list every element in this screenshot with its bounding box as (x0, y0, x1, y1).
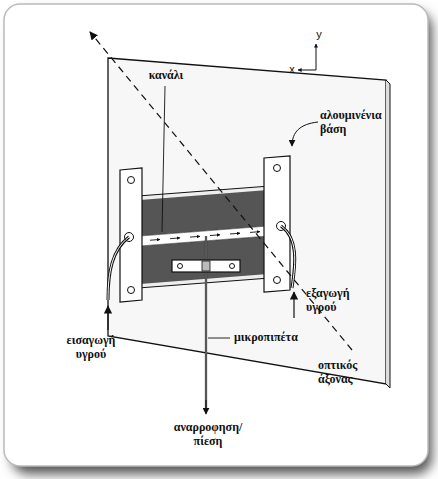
flow-arrow (250, 231, 260, 233)
leader-line (162, 86, 165, 232)
glass-slide (138, 186, 270, 288)
inlet-arrow (107, 306, 108, 330)
flow-arrow (210, 234, 220, 236)
leader-line (206, 278, 207, 338)
axis-label: y (312, 28, 326, 41)
left-clamp (120, 168, 142, 302)
outlet-arrow (293, 292, 294, 318)
part-label: αλουμινένια βάση (320, 108, 410, 137)
aluminium-base (108, 58, 386, 384)
pipette-clamp (202, 261, 210, 271)
frame (4, 4, 428, 466)
leader-arrow (292, 122, 318, 146)
leader-line (208, 338, 230, 339)
part-label: οπτικός άξονας (318, 358, 380, 387)
x-axis (298, 70, 316, 71)
part-label: εισαγωγή υγρού (58, 333, 124, 362)
suction-arrow (206, 400, 207, 414)
outlet-tube (281, 226, 295, 288)
part-label: αναρροφηση/ πίεση (168, 420, 248, 449)
flow-arrow (170, 237, 180, 239)
inlet-tube (108, 237, 129, 300)
leader-line (330, 344, 342, 356)
channel (140, 226, 268, 246)
inlet-tube (108, 237, 129, 300)
right-clamp (264, 156, 290, 292)
y-axis (316, 44, 317, 70)
outlet-tube (281, 226, 295, 288)
part-label: εξαγωγή υγρού (306, 286, 366, 315)
screw (230, 264, 235, 269)
axis-label: x (286, 63, 298, 76)
screw (178, 264, 183, 269)
part-label: μικροπιπέτα (234, 330, 314, 344)
flow-arrow (190, 236, 200, 238)
base-edge (386, 80, 390, 388)
flow-arrow (230, 233, 240, 235)
flow-arrow (150, 239, 160, 241)
pipette-holder (172, 260, 240, 272)
part-label: κανάλι (143, 68, 189, 82)
